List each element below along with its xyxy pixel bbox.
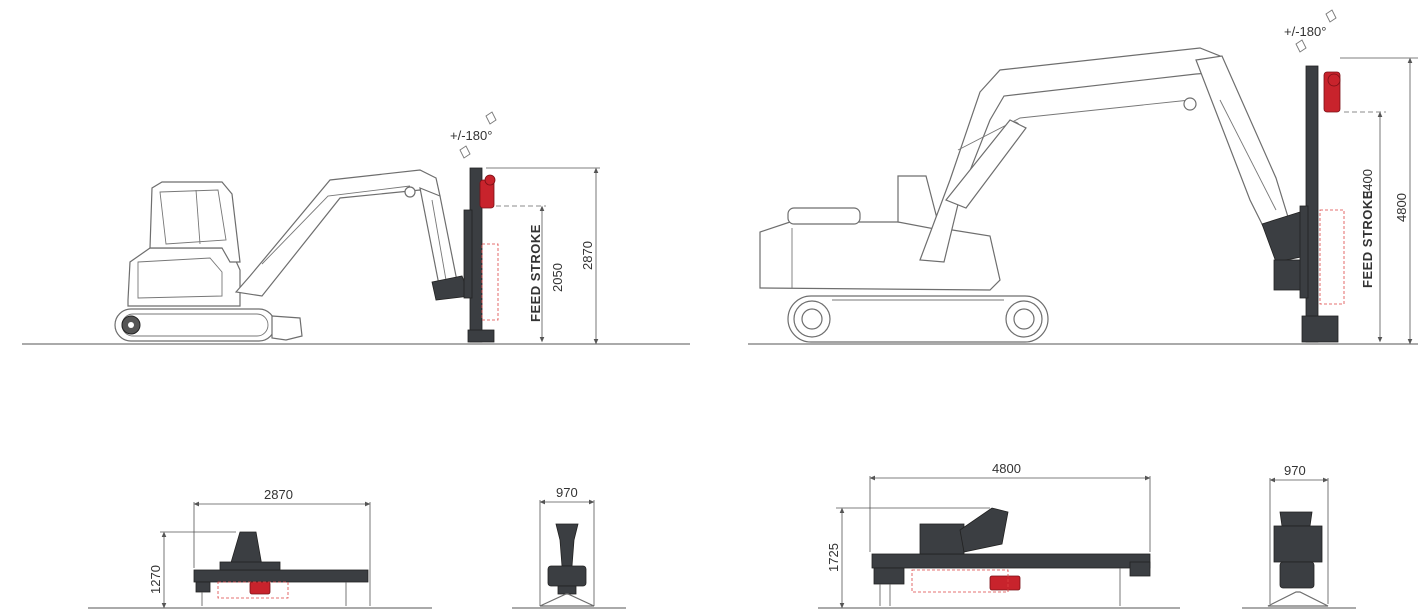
rotate-arrow-icon	[1295, 39, 1307, 53]
rotation-label: +/-180°	[1284, 24, 1326, 39]
rotate-arrow-icon	[459, 145, 471, 159]
rotary-head	[249, 581, 271, 595]
width-value: 970	[556, 485, 578, 500]
mini-excavator-side-view: +/-180° FEED STROKE 2050 2870	[22, 111, 690, 345]
large-excavator-side-view: +/-180° FEED STROKE 3400 4800	[748, 9, 1418, 345]
feed-stroke-value: 3400	[1360, 169, 1375, 198]
height-value: 1270	[148, 565, 163, 594]
height-value: 1725	[826, 543, 841, 572]
mast-bracket	[555, 523, 579, 567]
height-value: 2870	[580, 241, 595, 270]
length-value: 2870	[264, 487, 293, 502]
rotation-label: +/-180°	[450, 128, 492, 143]
mast-bracket	[229, 531, 263, 567]
large-rig-transport-view: 4800 1725	[818, 461, 1180, 609]
large-rig-front-view: 970	[1242, 463, 1356, 609]
small-rig-front-view: 970	[512, 485, 626, 609]
mast-bracket	[959, 507, 1009, 553]
rotate-arrow-icon	[1325, 9, 1337, 23]
feed-stroke-label: FEED STROKE	[528, 224, 543, 322]
boom	[919, 47, 1225, 263]
length-value: 4800	[992, 461, 1021, 476]
track	[787, 295, 1049, 343]
dozer-blade	[271, 315, 303, 341]
drill-mast	[1305, 65, 1319, 343]
feed-stroke-value: 2050	[550, 263, 565, 292]
cab	[149, 181, 241, 263]
width-value: 970	[1284, 463, 1306, 478]
rotate-arrow-icon	[485, 111, 497, 125]
mast-frame	[871, 553, 1151, 569]
upper-body	[759, 221, 1001, 291]
mast-frame	[193, 569, 369, 583]
rotary-head	[989, 575, 1021, 591]
height-value: 4800	[1394, 193, 1409, 222]
cab	[897, 175, 941, 231]
small-rig-transport-view: 2870 1270	[88, 487, 432, 609]
mast-bracket	[1273, 525, 1323, 563]
feed-stroke-label: FEED STROKE	[1360, 190, 1375, 288]
